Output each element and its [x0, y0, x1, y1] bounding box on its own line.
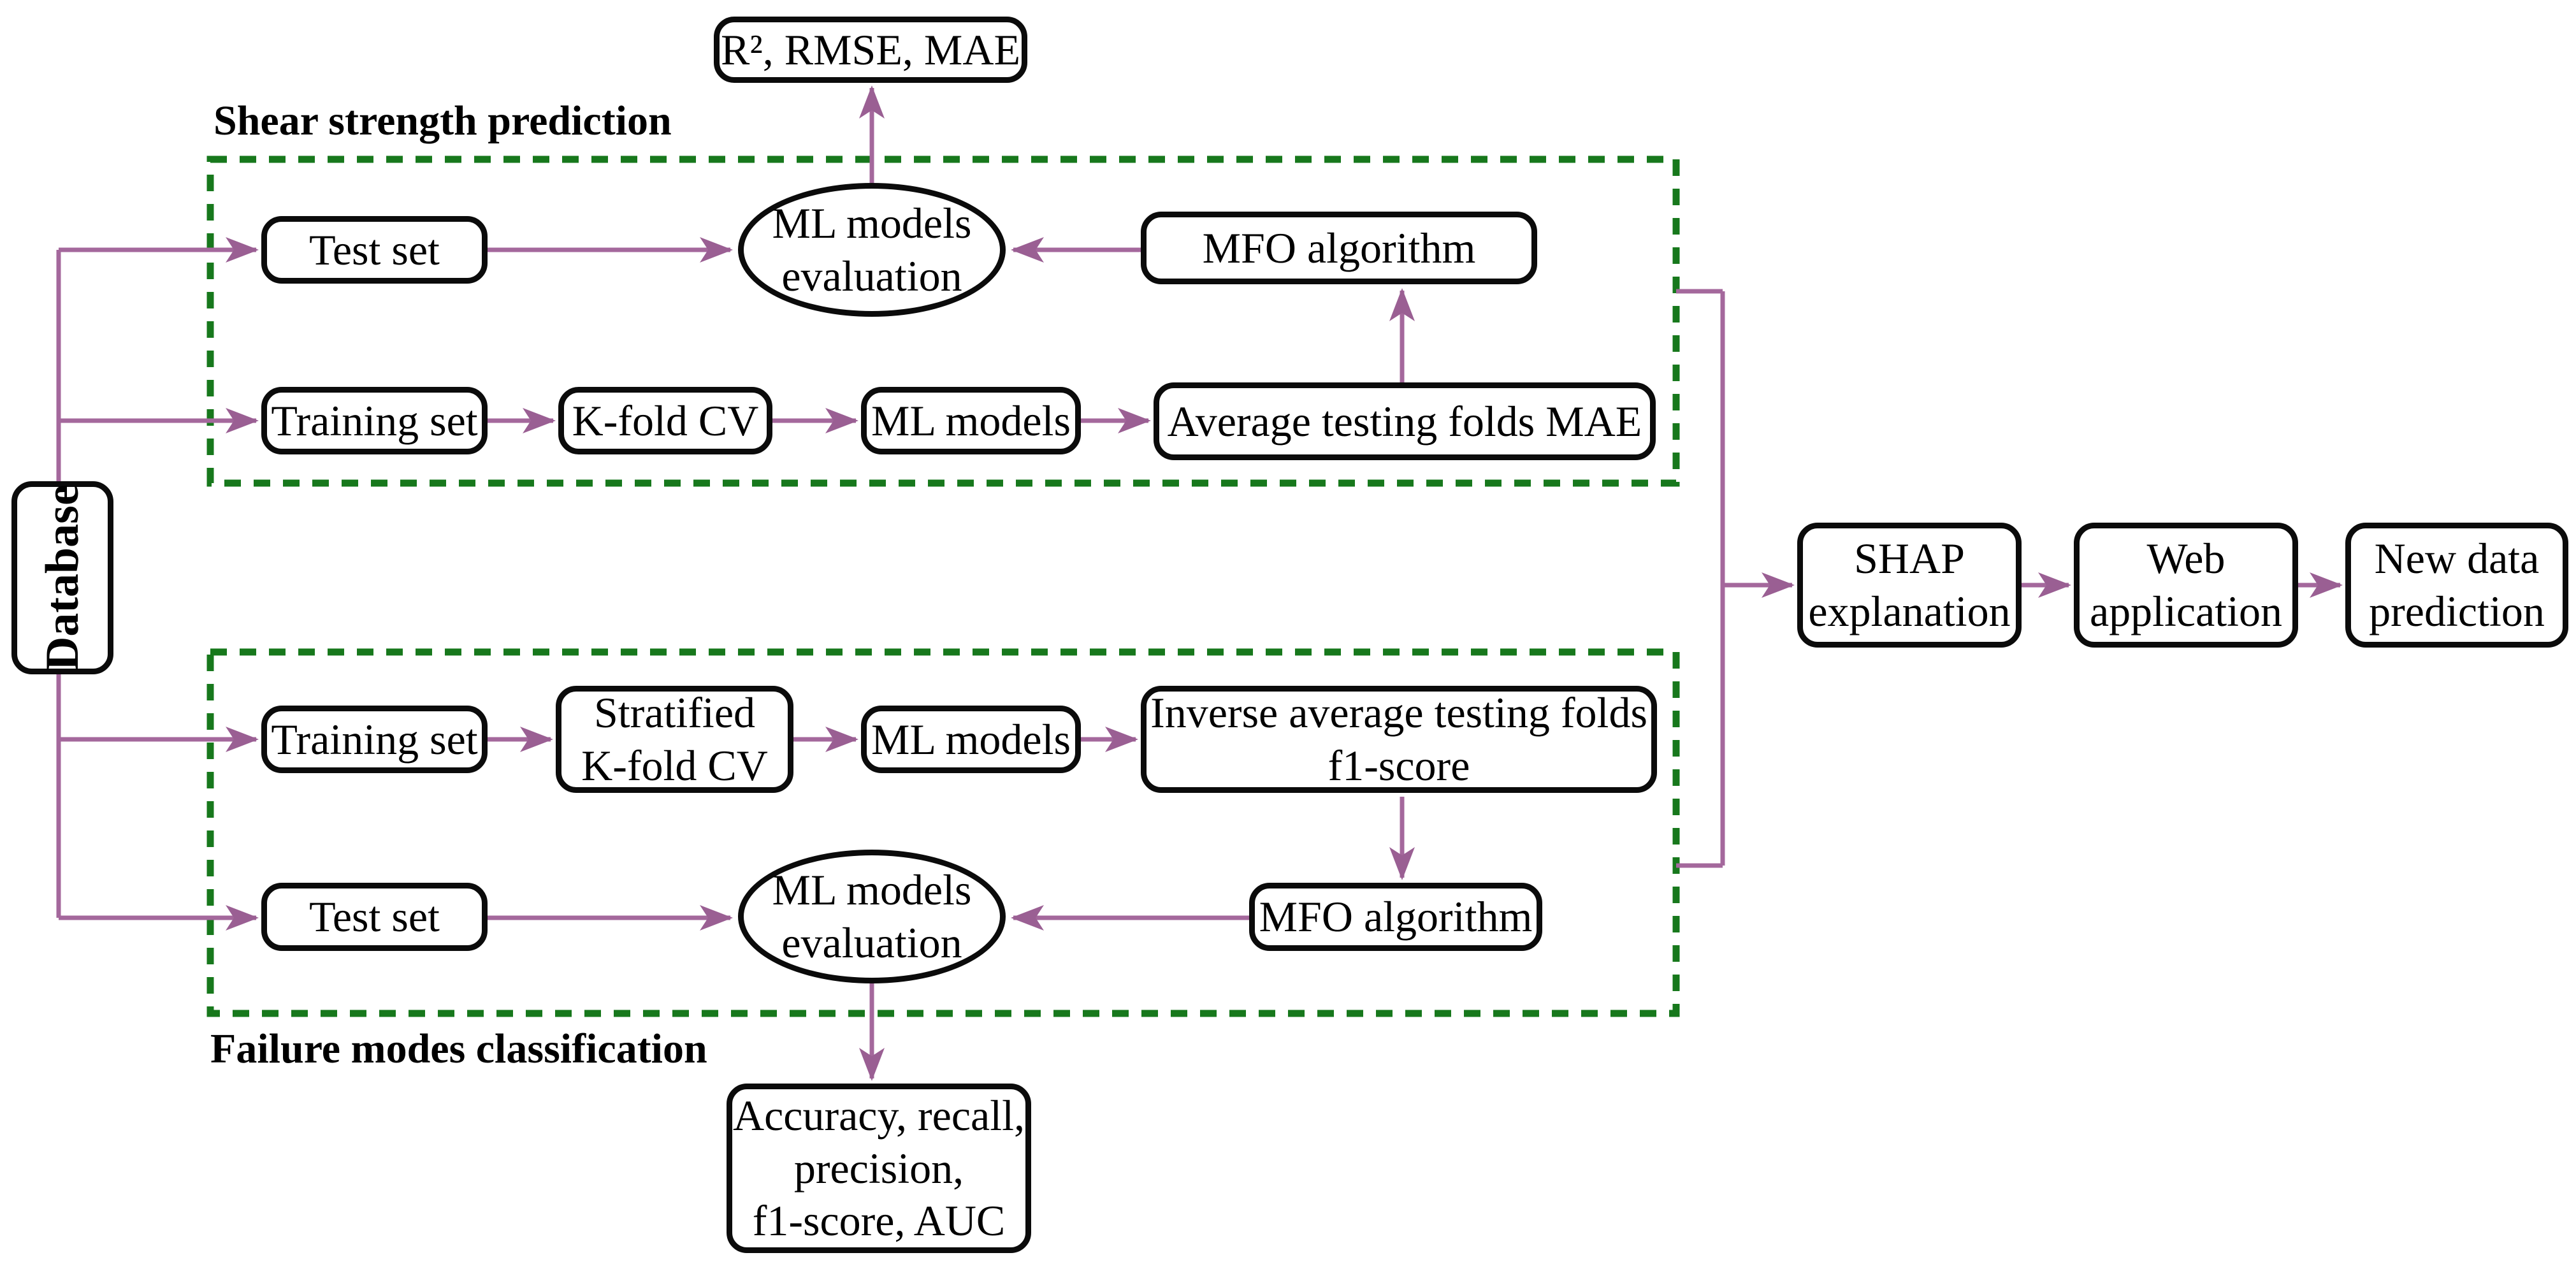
- failure-section-dashed-border: [206, 648, 1680, 1017]
- node-test-set-bottom: Test set: [261, 883, 488, 951]
- node-training-set-bottom: Training set: [261, 706, 488, 773]
- node-new-data-prediction: New data prediction: [2345, 523, 2568, 648]
- node-database: Database: [11, 481, 113, 674]
- node-classification-metrics: Accuracy, recall, precision, f1-score, A…: [727, 1084, 1031, 1253]
- node-regression-metrics: R², RMSE, MAE: [714, 17, 1027, 83]
- node-ml-models-evaluation-bottom: ML models evaluation: [738, 850, 1006, 983]
- shear-section-dashed-border: [206, 156, 1680, 487]
- node-inverse-average-testing-folds-f1: Inverse average testing folds f1-score: [1141, 686, 1657, 793]
- node-ml-models-bottom: ML models: [861, 706, 1081, 773]
- failure-section-title: Failure modes classification: [210, 1026, 707, 1072]
- node-training-set-top: Training set: [261, 387, 488, 454]
- node-test-set-top: Test set: [261, 216, 488, 284]
- node-average-testing-folds-mae: Average testing folds MAE: [1154, 382, 1656, 460]
- database-label: Database: [36, 484, 89, 671]
- node-kfold-cv: K-fold CV: [558, 387, 772, 454]
- shear-section-title: Shear strength prediction: [213, 98, 672, 144]
- node-ml-models-evaluation-top: ML models evaluation: [738, 183, 1006, 317]
- node-web-application: Web application: [2074, 523, 2298, 648]
- node-stratified-kfold-cv: Stratified K-fold CV: [556, 686, 793, 793]
- node-mfo-algorithm-top: MFO algorithm: [1141, 212, 1537, 284]
- node-mfo-algorithm-bottom: MFO algorithm: [1249, 883, 1542, 951]
- node-ml-models-top: ML models: [861, 387, 1081, 454]
- node-shap-explanation: SHAP explanation: [1797, 523, 2022, 648]
